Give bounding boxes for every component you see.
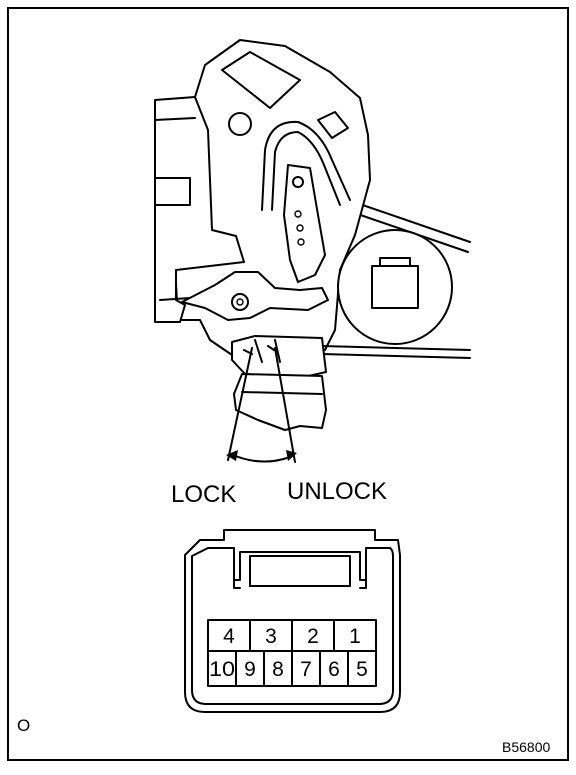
travel-arc — [232, 454, 291, 463]
lever-hole-2 — [296, 224, 304, 232]
switch-contacts — [254, 339, 281, 363]
lever-pivot — [292, 176, 304, 188]
motor-hub-tab — [379, 257, 411, 267]
bracket-edge — [154, 117, 196, 121]
housing-slot — [317, 111, 349, 139]
latch-arm — [181, 271, 329, 321]
motor-hub — [371, 265, 419, 309]
latch-pivot — [231, 293, 249, 311]
lower-cable — [321, 345, 471, 351]
unlock-position-line — [274, 347, 296, 463]
travel-arrow-left — [226, 450, 238, 461]
pin-9: 9 — [244, 658, 256, 681]
connector-face: 4 3 2 1 10 9 8 7 6 5 — [184, 529, 401, 713]
link-rod-inner — [271, 131, 341, 211]
pin-7: 7 — [300, 658, 312, 681]
lock-lever — [283, 164, 326, 283]
door-lock-assembly — [154, 39, 471, 431]
unlock-label: UNLOCK — [287, 478, 387, 505]
pin-1: 1 — [349, 625, 361, 648]
pin-8: 8 — [272, 658, 284, 681]
link-rod — [261, 120, 351, 211]
pin-10: 10 — [209, 658, 235, 681]
latch-pivot-center — [236, 298, 244, 306]
pin-6: 6 — [328, 658, 340, 681]
housing-window — [221, 51, 301, 109]
housing-hole — [228, 112, 252, 136]
connector-latch — [249, 555, 351, 587]
pin-5: 5 — [356, 658, 368, 681]
travel-arrow-right — [286, 450, 297, 461]
connector-latch-guides — [233, 579, 367, 589]
mounting-bracket — [154, 96, 245, 323]
lock-unlock-indicator: LOCK UNLOCK — [171, 347, 387, 508]
bracket-notch — [154, 177, 191, 206]
lower-cable-2 — [321, 353, 471, 359]
pin-2: 2 — [307, 625, 319, 648]
corner-mark: O — [17, 716, 30, 735]
pin-3: 3 — [265, 625, 277, 648]
bracket-tab — [159, 297, 191, 301]
switch-connector-housing — [233, 373, 327, 431]
lock-position-line — [227, 347, 253, 461]
connector-inner — [191, 547, 394, 705]
figure-code: B56800 — [502, 739, 550, 755]
pin-4: 4 — [223, 625, 235, 648]
lever-hole-3 — [297, 238, 305, 246]
connector-outer — [184, 529, 401, 713]
lever-hole-1 — [294, 210, 302, 218]
lock-label: LOCK — [171, 481, 236, 508]
top-row-dividers — [249, 619, 335, 652]
bottom-row-dividers — [235, 650, 349, 687]
